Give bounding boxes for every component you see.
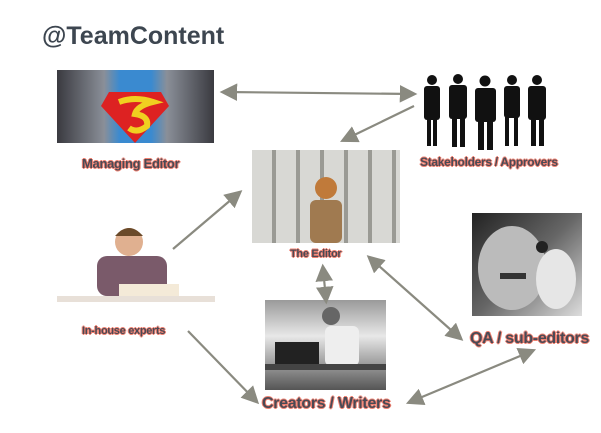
arrow-editor-writers bbox=[315, 263, 334, 305]
editor-image bbox=[252, 150, 400, 243]
loupe-man-icon bbox=[478, 226, 576, 310]
arrow-inhouse-editor bbox=[172, 190, 243, 250]
stakeholders-label: Stakeholders / Approvers bbox=[420, 155, 558, 169]
inhouse-experts-label: In-house experts bbox=[82, 325, 166, 337]
writers-label: Creators / Writers bbox=[262, 395, 391, 412]
stakeholders-image bbox=[420, 72, 552, 152]
arrow-inhouse-writers bbox=[187, 330, 260, 405]
arrow-writers-qa bbox=[405, 347, 537, 406]
slide-title: @TeamContent bbox=[42, 22, 225, 50]
writers-image bbox=[265, 300, 386, 390]
editor-label: The Editor bbox=[290, 248, 342, 260]
silhouettes-icon bbox=[424, 74, 546, 150]
arrow-stakeholders-editor bbox=[340, 105, 415, 143]
managing-editor-label: Managing Editor bbox=[82, 156, 180, 171]
managing-editor-image bbox=[57, 70, 214, 143]
reading-man-icon bbox=[57, 228, 215, 302]
editor-woman-icon bbox=[310, 177, 342, 243]
arrow-editor-qa bbox=[366, 255, 464, 341]
superman-shield-icon bbox=[101, 92, 169, 143]
typewriter-writer-icon bbox=[265, 307, 386, 370]
arrow-managing-stakeholders bbox=[219, 83, 418, 103]
qa-image bbox=[472, 213, 582, 316]
qa-label: QA / sub-editors bbox=[470, 330, 590, 347]
